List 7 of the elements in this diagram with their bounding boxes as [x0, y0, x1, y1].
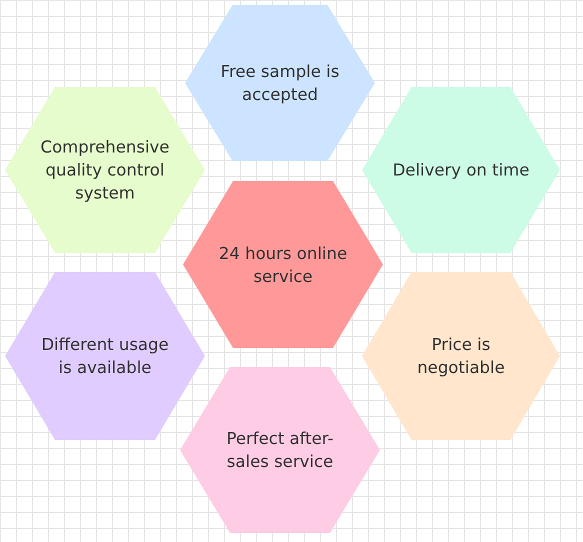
hexagon-label: Comprehensive quality control system — [40, 136, 170, 204]
hexagon-label: Delivery on time — [392, 160, 530, 182]
hexagon-label: Different usage is available — [40, 334, 170, 379]
hexagon-label: Free sample is accepted — [220, 61, 340, 106]
hexagon-label: Price is negotiable — [416, 334, 506, 379]
hexagon-label: Perfect after-sales service — [226, 428, 334, 473]
hexagon-label: 24 hours online service — [218, 242, 348, 288]
